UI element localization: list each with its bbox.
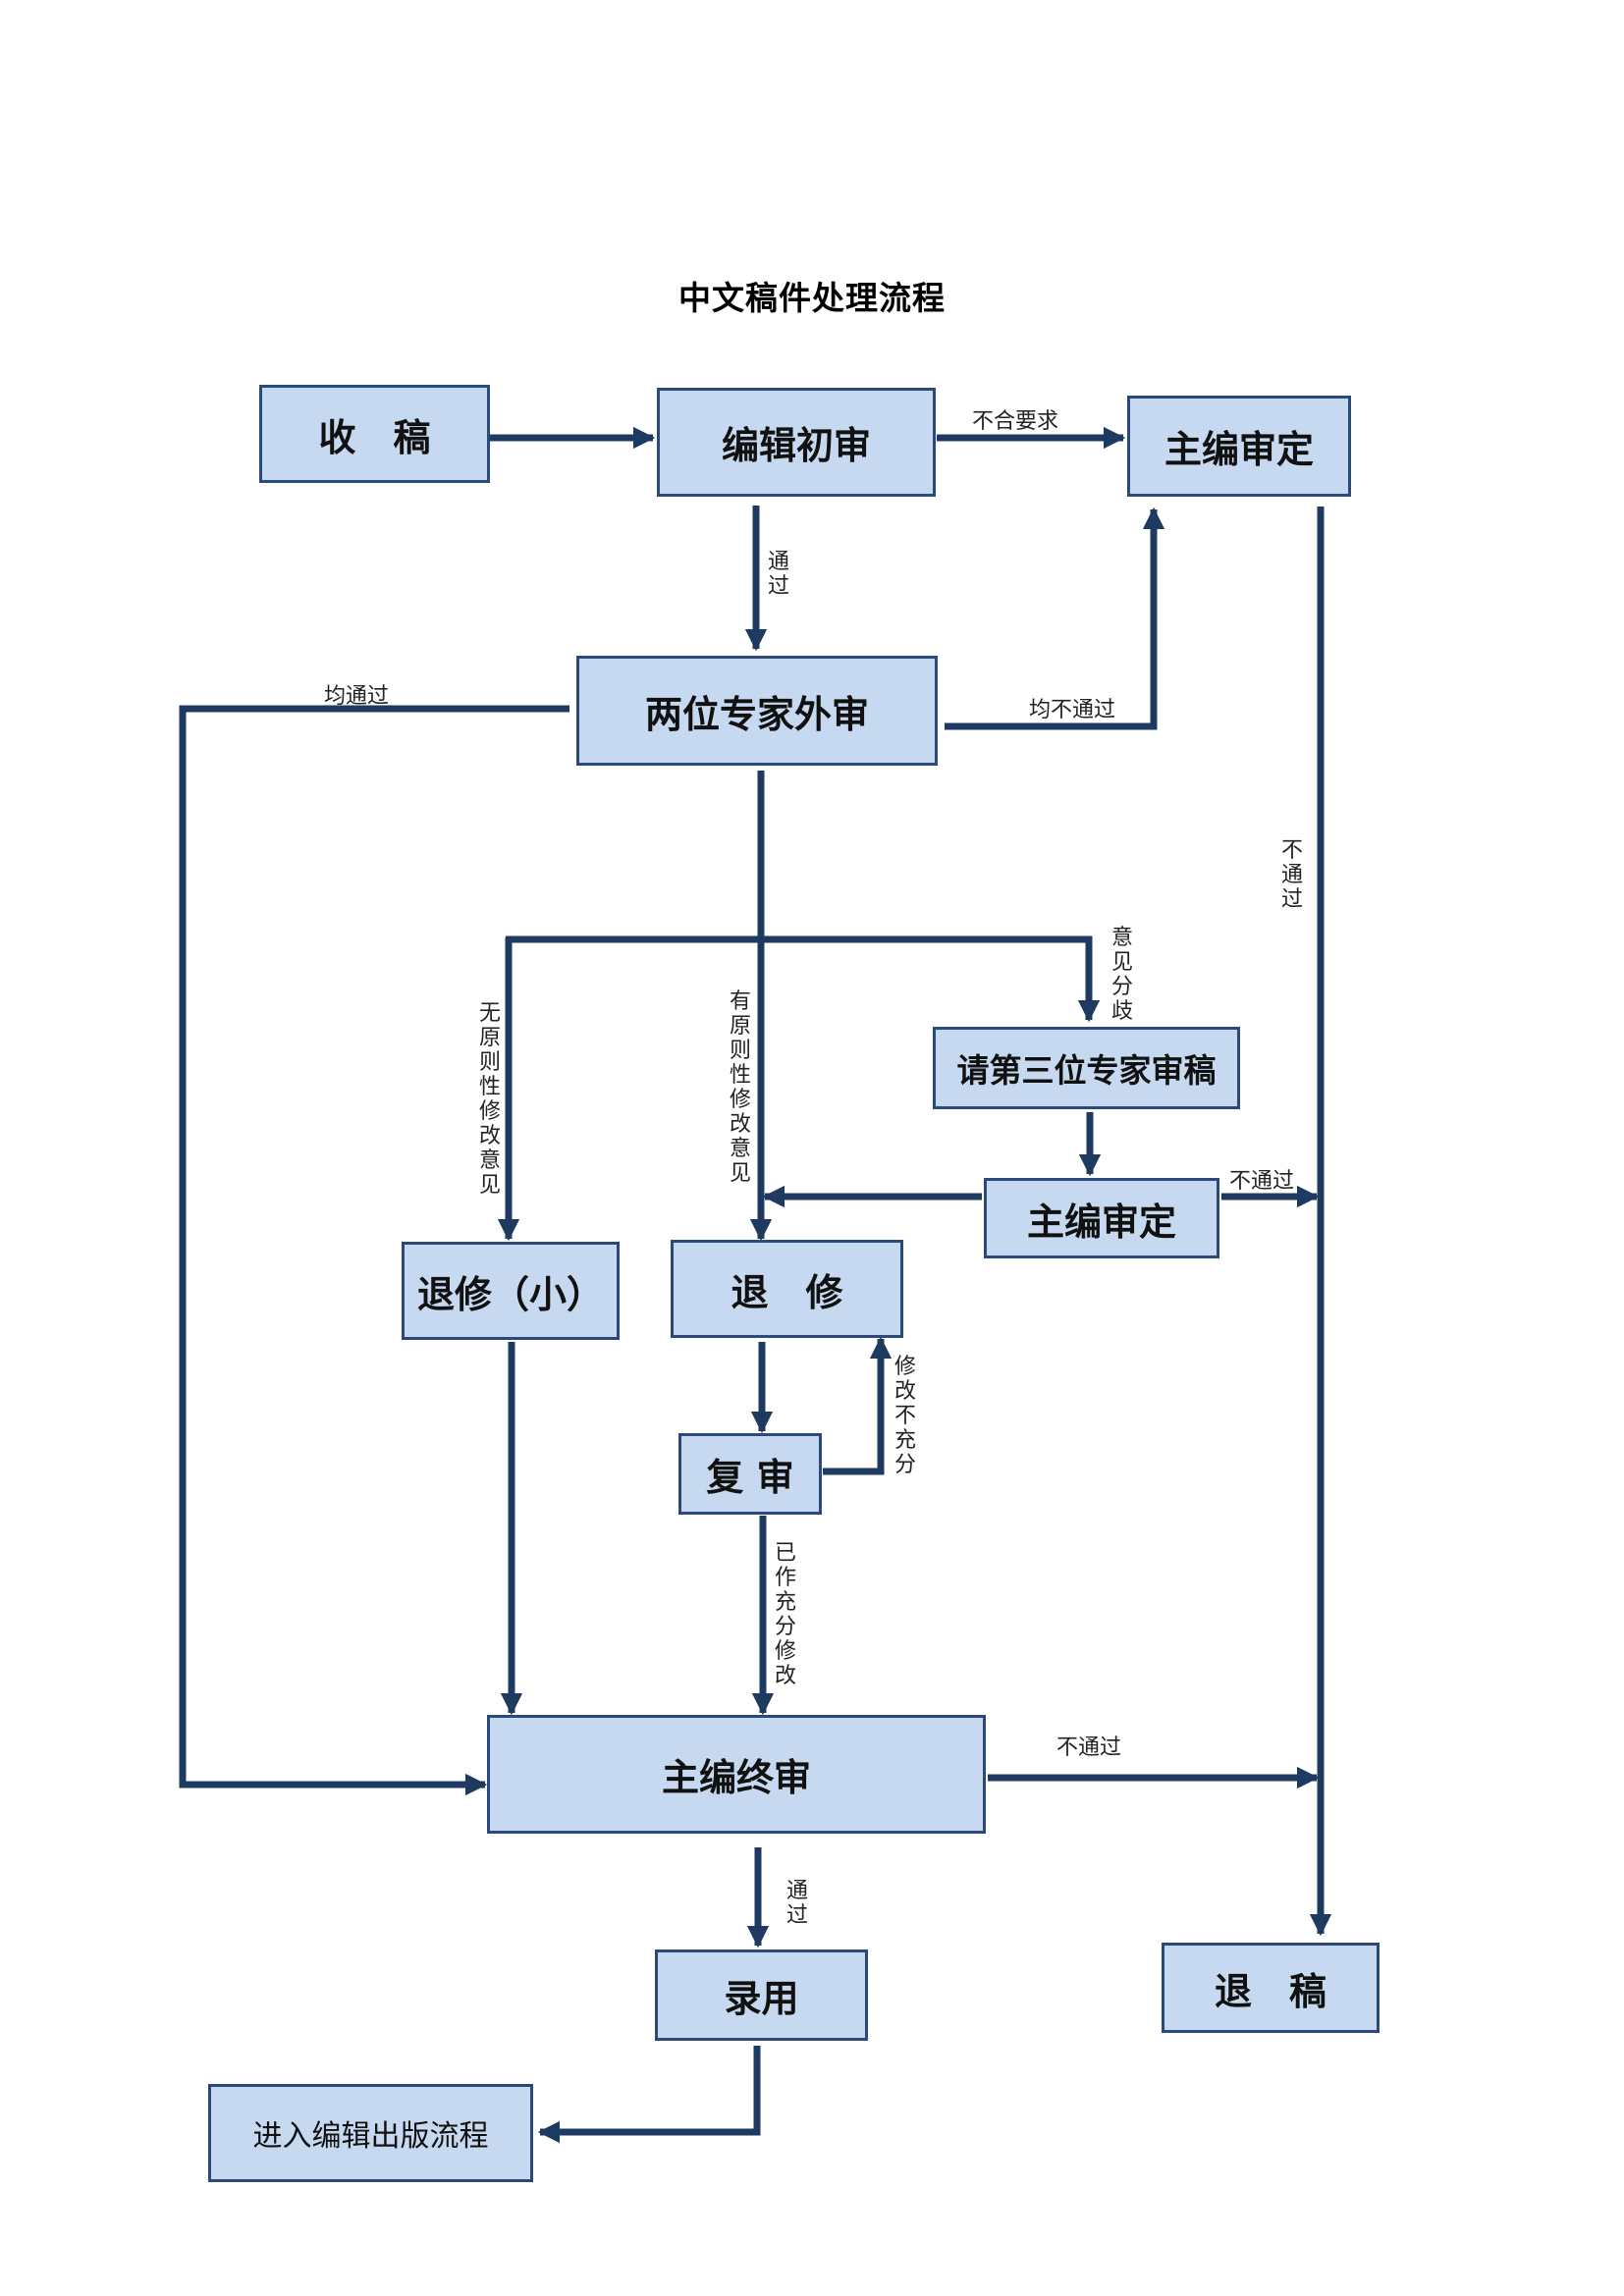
label-no-principle: 无原则性修改意见	[478, 1001, 501, 1198]
node-initial-review: 编辑初审	[657, 388, 936, 497]
node-chief-decision-mid: 主编审定	[984, 1178, 1219, 1258]
node-chief-decision-top: 主编审定	[1127, 396, 1351, 497]
node-accept: 录用	[655, 1949, 868, 2041]
label-fail-right: 不通过	[1280, 838, 1303, 912]
label-disagree: 意见分歧	[1110, 926, 1133, 1024]
arrow-expert-to-chief	[945, 507, 1165, 730]
arrow-to-third-expert	[506, 935, 1101, 1023]
node-receive: 收 稿	[259, 385, 490, 483]
arrow-accept-to-publish	[537, 2046, 761, 2144]
page-title: 中文稿件处理流程	[678, 279, 946, 317]
label-fail-mid: 不通过	[1229, 1169, 1295, 1194]
node-publish: 进入编辑出版流程	[208, 2084, 533, 2182]
label-all-pass: 均通过	[324, 684, 390, 709]
node-expert-review: 两位专家外审	[576, 656, 938, 766]
label-has-principle: 有原则性修改意见	[729, 989, 751, 1186]
label-sufficient: 已作充分修改	[774, 1541, 796, 1688]
arrow-rereview-to-revision	[823, 1336, 893, 1475]
node-re-review: 复 审	[678, 1433, 822, 1515]
label-all-fail: 均不通过	[1029, 698, 1116, 722]
node-revision: 退 修	[671, 1240, 903, 1338]
label-pass-1: 通过	[767, 550, 789, 599]
label-fail-final: 不通过	[1056, 1735, 1122, 1760]
node-third-expert: 请第三位专家审稿	[933, 1027, 1240, 1109]
arrow-allpass-to-final	[179, 705, 569, 1796]
node-reject: 退 稿	[1162, 1943, 1380, 2033]
node-minor-revision: 退修（小）	[402, 1242, 620, 1340]
label-insufficient: 修改不充分	[893, 1355, 916, 1477]
label-not-meet: 不合要求	[972, 409, 1059, 434]
label-pass-final: 通过	[785, 1879, 808, 1928]
node-final-review: 主编终审	[487, 1715, 986, 1834]
